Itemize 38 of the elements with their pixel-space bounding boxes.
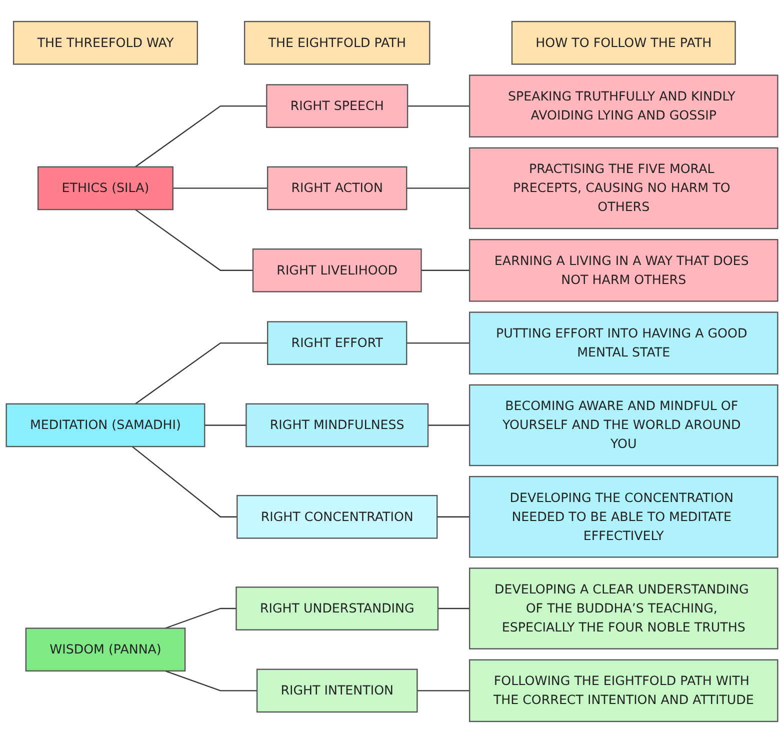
node-box: DEVELOPING A CLEAR UNDERSTANDING OF THE BUDDHA’S TEACHING, ESPECIALLY THE FOUR NOBLE TRUTHS [468, 568, 778, 650]
connector [134, 209, 253, 271]
node-box: RIGHT CONCENTRATION [236, 494, 438, 539]
node-box: BECOMING AWARE AND MINDFUL OF YOURSELF AND THE WORLD AROUND YOU [468, 384, 778, 466]
connector [134, 105, 267, 168]
connector [406, 342, 470, 344]
node-box: MEDITATION (SAMADHI) [6, 403, 206, 448]
connector [164, 608, 236, 629]
node-box: RIGHT SPEECH [266, 84, 408, 128]
node-box: RIGHT LIVELIHOOD [252, 248, 422, 292]
connector [134, 342, 268, 404]
node-box: RIGHT MINDFULNESS [246, 403, 429, 448]
node-box: PUTTING EFFORT INTO HAVING A GOOD MENTAL STATE [468, 312, 778, 374]
node-box: WISDOM (PANNA) [25, 628, 186, 672]
connector [408, 105, 470, 107]
node-box: RIGHT ACTION [266, 166, 408, 210]
connector [428, 424, 470, 426]
node-box: RIGHT EFFORT [267, 321, 408, 365]
node-box: FOLLOWING THE EIGHTFOLD PATH WITH THE CORRECT INTENTION AND ATTITUDE [468, 659, 778, 722]
node-box: PRACTISING THE FIVE MORAL PRECEPTS, CAUSING NO HARM TO OTHERS [468, 147, 778, 230]
connector [172, 188, 268, 189]
node-box: RIGHT UNDERSTANDING [236, 586, 439, 630]
node-box: RIGHT INTENTION [256, 668, 418, 713]
node-box: HOW TO FOLLOW THE PATH [511, 20, 736, 65]
node-box: ETHICS (SILA) [37, 166, 174, 210]
connector [421, 270, 470, 271]
connector [437, 516, 470, 518]
connector [164, 670, 258, 692]
node-box: SPEAKING TRUTHFULLY AND KINDLY AVOIDING LYING AND GOSSIP [468, 74, 778, 138]
node-box: EARNING A LIVING IN A WAY THAT DOES NOT HARM OTHERS [468, 238, 778, 302]
node-box: DEVELOPING THE CONCENTRATION NEEDED TO BE ABLE TO MEDITATE EFFECTIVELY [468, 476, 778, 558]
connector [438, 608, 470, 610]
connector [417, 690, 470, 692]
connector [132, 446, 238, 518]
node-box: THE THREEFOLD WAY [12, 20, 198, 65]
node-box: THE EIGHTFOLD PATH [244, 20, 430, 65]
connector [406, 188, 470, 189]
connector [204, 424, 246, 426]
